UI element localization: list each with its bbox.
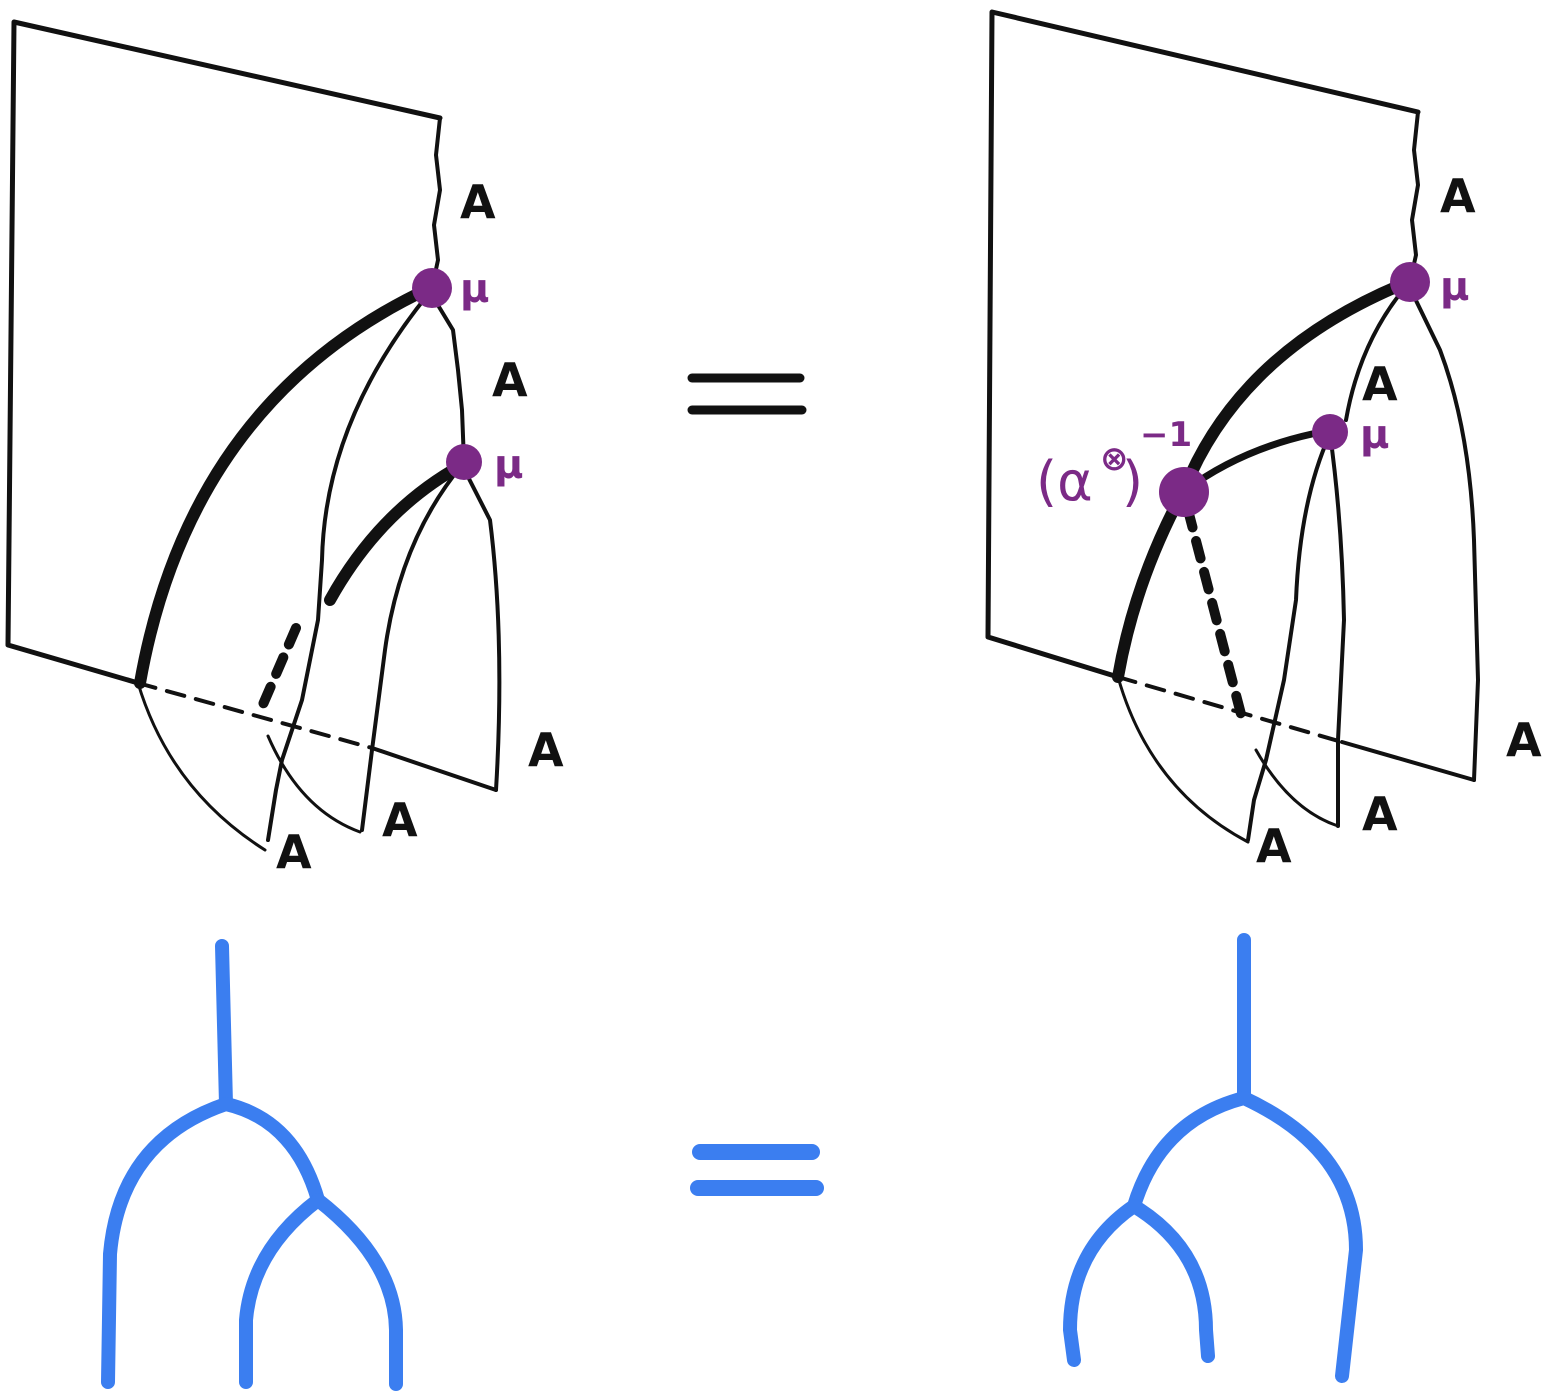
left-thick-1-cell-lower bbox=[324, 459, 468, 606]
left-inner-A-wire bbox=[360, 463, 464, 832]
left-label-A-bottom-middle: A bbox=[382, 793, 418, 847]
right-bottom-arc-outer bbox=[1116, 675, 1250, 844]
right-mu-node-upper bbox=[1390, 262, 1430, 302]
right-outer-left-A-wire bbox=[1246, 432, 1332, 842]
left-outer-A-wire bbox=[266, 290, 432, 842]
left-label-A-right: A bbox=[528, 723, 564, 777]
left-string-tree bbox=[101, 939, 403, 1391]
right-front-edge-right bbox=[1340, 740, 1476, 782]
left-hidden-edge-dashed bbox=[136, 681, 374, 750]
right-thick-1-cell-lower bbox=[1112, 484, 1190, 683]
associator-label-tensor: ⊗ bbox=[1100, 439, 1129, 479]
right-label-mu-inner: μ bbox=[1360, 412, 1389, 458]
left-mu-node-upper bbox=[412, 268, 452, 308]
right-mu-node-inner bbox=[1312, 414, 1348, 450]
left-label-mu-upper: μ bbox=[460, 266, 489, 312]
associator-label-base: (α bbox=[1036, 450, 1093, 513]
left-tree-inner-left-leaf bbox=[239, 1193, 325, 1389]
left-label-A-bottom-left: A bbox=[276, 825, 312, 879]
right-hidden-edge-dashed bbox=[1116, 675, 1344, 744]
left-label-A-middle: A bbox=[492, 353, 528, 407]
right-label-mu-upper: μ bbox=[1440, 264, 1469, 310]
left-tree-upper-right-branch bbox=[219, 1097, 325, 1207]
left-tree-outer-left-branch bbox=[101, 1097, 233, 1389]
right-string-tree bbox=[1063, 933, 1363, 1383]
right-tree-inner-left-leaf bbox=[1063, 1199, 1141, 1367]
left-mu-node-lower bbox=[446, 444, 482, 480]
right-label-A-top: A bbox=[1440, 169, 1476, 223]
right-thick-1-cell-upper bbox=[1178, 276, 1414, 496]
right-top-A-wire bbox=[1408, 110, 1420, 284]
right-associator-node bbox=[1159, 467, 1209, 517]
right-tree-outer-right-branch bbox=[1237, 1091, 1363, 1383]
left-bottom-arc-outer bbox=[136, 681, 267, 852]
left-thick-hidden-dashed bbox=[253, 623, 301, 721]
right-thick-hidden-dashed bbox=[1183, 505, 1247, 723]
right-label-A-bottom-middle: A bbox=[1362, 787, 1398, 841]
right-label-A-right: A bbox=[1506, 713, 1542, 767]
right-inner-A-wire bbox=[1328, 432, 1346, 828]
bottom-equals-sign bbox=[690, 1144, 824, 1196]
left-label-mu-lower: μ bbox=[494, 442, 523, 488]
left-bottom-arc-inner bbox=[266, 734, 362, 834]
left-label-A-top: A bbox=[460, 175, 496, 229]
left-tree-root-stem bbox=[215, 939, 233, 1111]
left-middle-A-wire bbox=[428, 290, 466, 464]
top-equals-sign bbox=[687, 373, 807, 415]
left-sheet-outline bbox=[5, 19, 443, 686]
left-tree-inner-right-leaf bbox=[311, 1193, 403, 1391]
right-sheet-outline bbox=[985, 9, 1421, 680]
left-surface-diagram: A A A A A μ μ bbox=[5, 19, 564, 879]
left-front-edge-right bbox=[370, 746, 498, 792]
right-tree-upper-left-branch bbox=[1127, 1091, 1251, 1213]
right-label-A-bottom-left: A bbox=[1256, 819, 1292, 873]
left-thick-1-cell-upper bbox=[134, 282, 436, 689]
left-right-A-wire bbox=[460, 463, 502, 792]
associator-label-close: ) bbox=[1122, 450, 1143, 513]
right-bottom-arc-inner bbox=[1254, 748, 1340, 828]
right-outer-right-A-wire bbox=[1406, 282, 1480, 782]
right-label-A-middle: A bbox=[1362, 357, 1398, 411]
right-tree-inner-right-leaf bbox=[1127, 1199, 1215, 1363]
left-top-A-wire bbox=[430, 116, 442, 290]
associator-label-exponent: −1 bbox=[1140, 415, 1192, 455]
right-surface-diagram: A A A A A μ μ (α ⊗ ) −1 bbox=[985, 9, 1542, 873]
